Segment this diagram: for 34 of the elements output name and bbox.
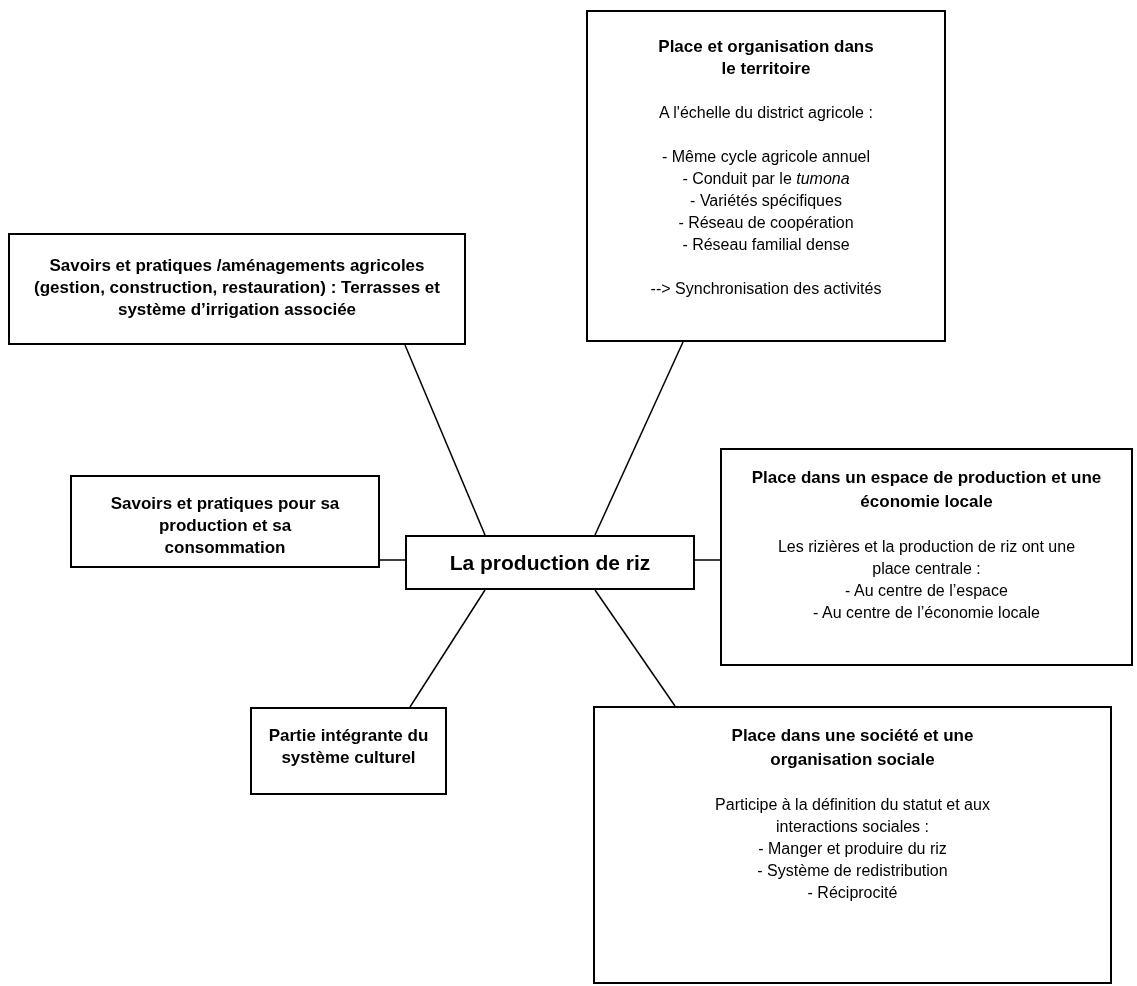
- connector-line: [594, 589, 676, 707]
- box-heading: Place dans une société et une organisation sociale: [730, 725, 975, 771]
- box-text: - Variétés spécifiques: [690, 191, 842, 211]
- text-box: [250, 707, 447, 795]
- box-text: - Au centre de l’économie locale: [812, 603, 1041, 623]
- text-box: [586, 10, 946, 342]
- box-text: - Conduit par le tumona: [682, 169, 850, 189]
- box-text: Les rizières et la production de riz ont une place centrale :: [776, 537, 1077, 579]
- text-box: [593, 706, 1112, 984]
- connector-line: [594, 341, 684, 536]
- box-text: - Au centre de l’espace: [844, 581, 1009, 601]
- connector-line: [694, 559, 721, 561]
- text-box: [720, 448, 1133, 666]
- box-text: - Manger et produire du riz: [757, 839, 948, 859]
- box-heading: Place et organisation dans le territoire: [657, 36, 875, 80]
- box-heading: Savoirs et pratiques /aménagements agricoles (gestion, construction, restauration) : Terrasses et système d’irrigation associée: [33, 255, 441, 321]
- text-box: [8, 233, 466, 345]
- text-box: [70, 475, 380, 568]
- box-text: - Même cycle agricole annuel: [661, 147, 871, 167]
- box-text: - Réseau familial dense: [682, 235, 850, 255]
- box-text: Participe à la définition du statut et aux interactions sociales :: [714, 795, 991, 837]
- box-text: A l'échelle du district agricole :: [659, 103, 873, 123]
- connector-line: [409, 589, 486, 708]
- box-heading: Place dans un espace de production et une économie locale: [750, 467, 1103, 513]
- box-text: - Système de redistribution: [756, 861, 949, 881]
- connector-line: [404, 344, 486, 536]
- connector-line: [379, 559, 406, 561]
- box-heading: Savoirs et pratiques pour sa production et sa consommation: [109, 493, 341, 559]
- box-heading: Partie intégrante du système culturel: [267, 725, 430, 769]
- box-heading: La production de riz: [449, 549, 651, 576]
- box-text: --> Synchronisation des activités: [650, 279, 882, 299]
- box-text: - Réciprocité: [806, 883, 899, 903]
- text-box: [405, 535, 695, 590]
- box-text: - Réseau de coopération: [678, 213, 854, 233]
